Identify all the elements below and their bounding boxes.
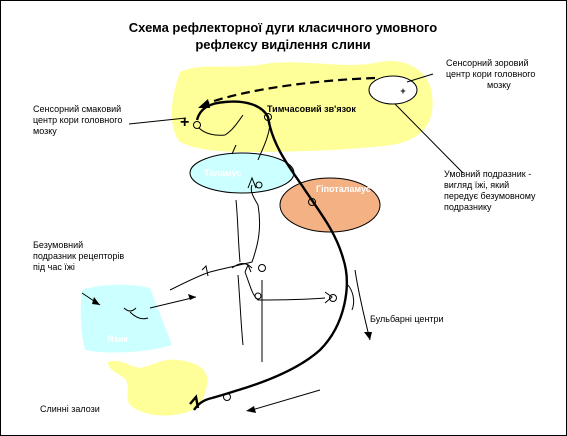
spinal-synapse — [258, 264, 266, 272]
label-temporary-link: Тимчасовий зв'язок — [267, 104, 356, 114]
temporary-link-dashed-line — [204, 76, 376, 106]
label-sensory-taste-2: центр кори головного — [33, 115, 122, 125]
conditioned-stimulus-leader — [394, 103, 464, 174]
visual-center-leader — [406, 73, 434, 83]
taste-terminal-thick — [195, 100, 226, 121]
afferent-path-2 — [235, 199, 241, 263]
label-unconditioned-1: Безумовний — [33, 240, 83, 250]
label-salivary-glands: Слинні залози — [40, 404, 100, 414]
bulbar-side-branch — [347, 284, 355, 311]
tongue-receptor — [123, 307, 137, 312]
unconditioned-arrow-head — [92, 297, 100, 305]
afferent-junction-ending — [244, 263, 252, 273]
hypothalamus-synapse — [308, 198, 316, 206]
thalamus-up-tick — [231, 144, 237, 155]
tongue-receptor-axon — [129, 311, 149, 320]
gland-arrow-head — [246, 406, 256, 413]
label-sensory-visual-1: Сенсорний зоровий — [446, 58, 529, 68]
bulbar-synapse — [329, 294, 337, 302]
bulbar-interneuron-soma — [254, 292, 262, 300]
thalamus-arrow-tip — [247, 176, 257, 189]
cortex-synapse — [264, 113, 272, 121]
salivary-glands-region — [108, 359, 208, 416]
taste-center-leader — [128, 117, 187, 125]
label-tongue: Язик — [107, 334, 128, 344]
title-line-1: Схема рефлекторної дуги класичного умовн… — [129, 20, 437, 35]
label-hypothalamus: Гіпоталамус — [316, 184, 371, 194]
label-sensory-taste-1: Сенсорний смаковий — [33, 104, 121, 114]
label-sensory-visual-3: мозку — [487, 80, 511, 90]
bulbar-arrow-head — [364, 332, 372, 340]
taste-neuron-terminal — [193, 121, 201, 129]
gland-synapse — [223, 393, 231, 401]
thalamus-to-cortex — [257, 121, 271, 161]
gland-arrow — [251, 389, 321, 411]
label-unconditioned-3: під час їжі — [33, 262, 75, 272]
receptor-branch — [201, 264, 209, 277]
label-conditioned-1: Умовний подразник - — [444, 169, 531, 179]
afferent-path-1 — [169, 184, 261, 291]
vertical-guide-1 — [237, 274, 244, 346]
afferent-arrow-head — [188, 294, 196, 300]
taste-center-plus: + — [180, 114, 189, 131]
gland-efferent-end — [193, 396, 213, 411]
label-bulbar-centers: Бульбарні центри — [370, 314, 444, 324]
afferent-junction — [231, 263, 253, 269]
label-conditioned-2: вигляд їжі, який — [444, 180, 509, 190]
visual-center-plus: + — [400, 86, 405, 96]
bulbar-interneuron — [244, 271, 326, 301]
thalamus-synapse — [255, 181, 263, 189]
label-sensory-taste-3: мозку — [33, 126, 57, 136]
title-line-2: рефлексу виділення слини — [195, 37, 370, 52]
bulbar-arrow — [354, 269, 371, 341]
visual-center-circle — [368, 75, 418, 105]
label-conditioned-4: подразнику — [444, 202, 492, 212]
label-sensory-visual-2: центр кори головного — [446, 69, 535, 79]
cortex-region — [171, 60, 433, 152]
taste-terminal-loop — [198, 114, 244, 136]
tongue-region — [80, 284, 172, 353]
bulbar-interneuron-ending — [324, 291, 333, 304]
afferent-arrow — [149, 296, 197, 309]
label-conditioned-3: передує безумовному — [444, 191, 536, 201]
label-thalamus: Таламус — [204, 168, 241, 178]
label-unconditioned-2: подразник рецепторів — [33, 251, 124, 261]
gland-efferent-ending — [189, 394, 200, 409]
